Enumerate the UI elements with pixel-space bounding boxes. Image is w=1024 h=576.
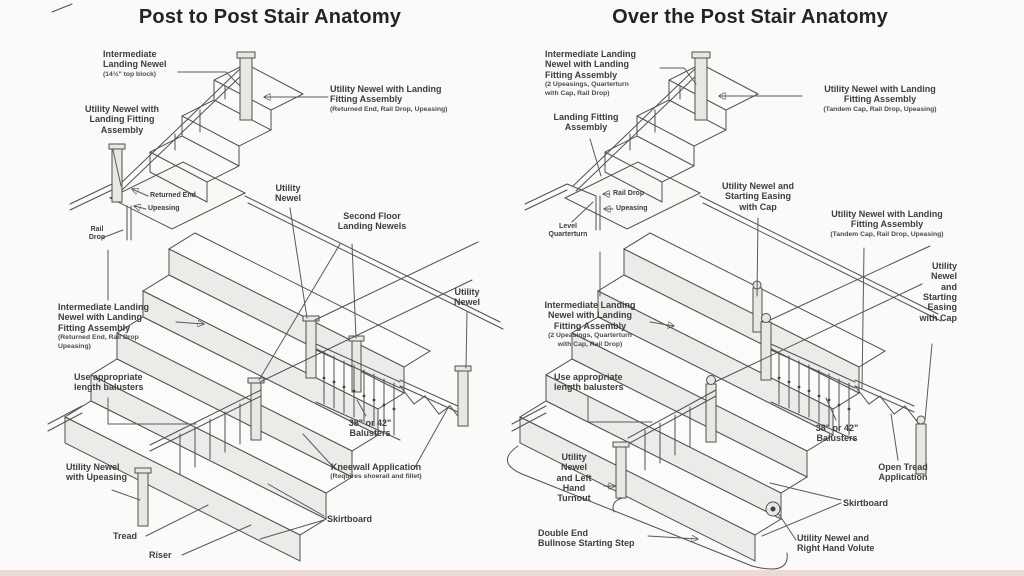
label-utility-newel-right-hand-volute-r: Utility Newel and Right Hand Volute xyxy=(797,533,875,554)
label-utility-newel-landing-fitting-top-r: Utility Newel with Landing Fitting Assem… xyxy=(823,84,937,113)
label-rail-drop-r: Rail Drop xyxy=(613,190,645,197)
label-balusters-size-left: 38" or 42" Balusters xyxy=(348,418,392,439)
label-utility-newel-left-hand-turnout-r: Utility Newel and Left Hand Turnout xyxy=(556,452,592,504)
label-intermediate-landing-newel-assembly-top-r: Intermediate Landing Newel with Landing … xyxy=(545,49,637,97)
label-skirtboard-r: Skirtboard xyxy=(843,498,889,508)
label-landing-fitting-assembly-r: Landing Fitting Assembly xyxy=(553,112,619,133)
label-utility-newel-landing-fitting: Utility Newel with Landing Fitting Assem… xyxy=(84,104,159,135)
leader-lines-left xyxy=(101,71,468,556)
label-use-appropriate-balusters-left: Use appropriate length balusters xyxy=(74,372,144,393)
top-newel-post-right xyxy=(694,55,708,121)
label-utility-newel-starting-easing-r: Utility Newel and Starting Easing with C… xyxy=(721,181,794,212)
label-intermediate-landing-newel-assembly-mid-r: Intermediate Landing Newel with Landing … xyxy=(544,300,636,348)
label-tread: Tread xyxy=(113,531,138,541)
label-riser: Riser xyxy=(149,550,172,560)
label-upeasing-left: Upeasing xyxy=(148,205,180,212)
label-intermediate-landing-newel: Intermediate Landing Newel (14½" top blo… xyxy=(103,49,167,78)
label-skirtboard-left: Skirtboard xyxy=(327,514,373,524)
label-utility-newel-right: Utility Newel xyxy=(453,287,480,308)
label-kneewall-application: Kneewall Application (Requires shoerail … xyxy=(330,462,422,481)
stair-diagram-right xyxy=(507,51,942,570)
label-double-end-bullnose-r: Double End Bullnose Starting Step xyxy=(538,528,635,549)
label-utility-newel-upeasing: Utility Newel with Upeasing xyxy=(66,462,128,483)
label-use-appropriate-balusters-r: Use appropriate length balusters xyxy=(554,372,624,393)
label-second-floor-landing-newels: Second Floor Landing Newels xyxy=(337,211,407,232)
right-diagram-title: Over the Post Stair Anatomy xyxy=(612,6,888,28)
left-diagram-title: Post to Post Stair Anatomy xyxy=(138,6,402,28)
label-open-tread-application-r: Open Tread Application xyxy=(878,462,928,483)
label-upeasing-r: Upeasing xyxy=(616,205,648,212)
top-newel-post xyxy=(239,55,253,121)
stair-diagram-left xyxy=(47,3,504,562)
label-balusters-size-r: 38" or 42" Balusters xyxy=(815,423,859,444)
leader-lines-right xyxy=(571,67,933,540)
label-returned-end: Returned End xyxy=(150,192,196,199)
label-rail-drop-left: Rail Drop xyxy=(88,226,106,242)
landing-newel-post xyxy=(111,147,123,203)
label-utility-newel-starting-easing-right-r: Utility Newel and Starting Easing with C… xyxy=(919,261,958,323)
label-utility-newel-landing-fitting-mid-r: Utility Newel with Landing Fitting Assem… xyxy=(830,209,944,238)
label-utility-newel-landing-fitting-returned: Utility Newel with Landing Fitting Assem… xyxy=(330,84,448,113)
bottom-scan-tint xyxy=(0,570,1024,576)
label-utility-newel-top: Utility Newel xyxy=(274,183,301,204)
label-level-quarterturn-r: Level Quarterturn xyxy=(548,223,588,239)
label-intermediate-landing-newel-assembly: Intermediate Landing Newel with Landing … xyxy=(58,302,150,350)
